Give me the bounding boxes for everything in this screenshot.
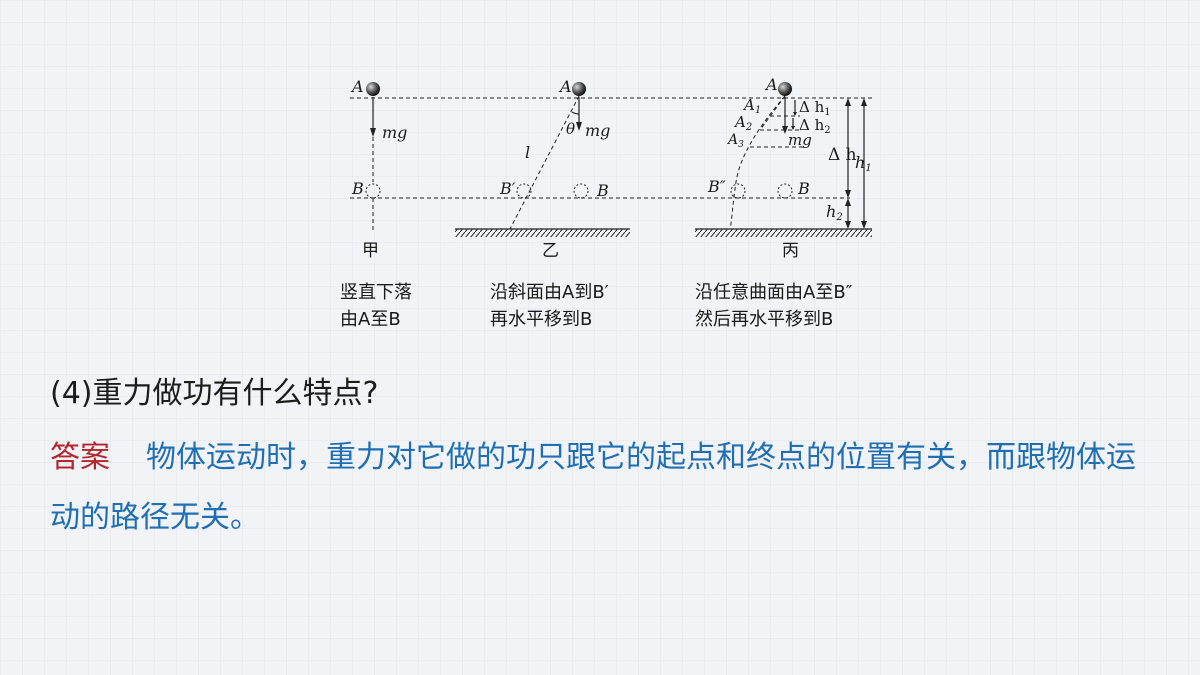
answer-text: 物体运动时，重力对它做的功只跟它的起点和终点的位置有关，而跟物体运动的路径无关。 <box>50 440 1136 535</box>
ball-b-ghost <box>365 183 381 199</box>
ground-bing-hatch <box>695 229 872 237</box>
label-a1: A1 <box>742 96 761 116</box>
caption-yi-line2: 再水平移到B <box>490 309 592 330</box>
mg-arrow-head <box>370 128 376 137</box>
label-dh2: Δ h2 <box>799 116 831 136</box>
ground-yi-hatch <box>455 229 630 237</box>
panel-yi: A θ mg l B′ B 乙 沿斜面由A到B′ 再水平移到B <box>455 77 630 330</box>
label-h1: h1 <box>855 153 872 174</box>
label-mg: mg <box>382 123 407 142</box>
label-a: A <box>558 77 572 96</box>
label-b-prime: B′ <box>499 179 516 198</box>
ball-b-ghost <box>573 183 589 199</box>
label-a3: A3 <box>726 132 744 150</box>
incline <box>509 95 580 230</box>
caption-bing-line1: 沿任意曲面由A至B″ <box>695 282 853 303</box>
answer-block: 答案物体运动时，重力对它做的功只跟它的起点和终点的位置有关，而跟物体运动的路径无… <box>50 428 1160 548</box>
ball-b-prime-ghost <box>516 183 532 199</box>
ball-a <box>366 82 380 96</box>
label-b-double-prime: B″ <box>707 177 726 196</box>
label-l: l <box>525 143 530 162</box>
caption-yi-line1: 沿斜面由A到B′ <box>490 282 609 303</box>
label-a: A <box>350 77 364 96</box>
mg-arrow-head <box>576 122 582 131</box>
panel-name-jia: 甲 <box>362 241 379 261</box>
panel-bing: A mg A1 A2 A3 Δ h1 Δ h2 B″ B Δ h h1 <box>695 75 872 330</box>
dh-arrow-bottom <box>845 190 851 198</box>
dh1-arrow-head <box>793 112 797 116</box>
caption-jia-line1: 竖直下落 <box>340 282 412 303</box>
label-a: A <box>764 75 778 94</box>
ball-b-ghost <box>777 183 793 199</box>
caption-jia-line2: 由A至B <box>340 309 401 330</box>
label-mg: mg <box>788 131 812 149</box>
step-diag <box>759 95 786 131</box>
theta-arc <box>571 111 580 115</box>
label-theta: θ <box>566 120 575 138</box>
label-a2: A2 <box>733 113 752 133</box>
ball-a <box>778 82 792 96</box>
panel-name-bing: 丙 <box>782 241 799 261</box>
ball-b-double-prime-ghost <box>730 183 746 199</box>
question-text: (4)重力做功有什么特点? <box>50 376 379 411</box>
h1-arrow-bottom <box>861 221 867 229</box>
answer-label: 答案 <box>50 440 110 475</box>
panel-name-yi: 乙 <box>542 241 559 261</box>
mg-arrow-head <box>782 126 788 134</box>
label-mg: mg <box>585 121 610 140</box>
h1-arrow-top <box>861 98 867 106</box>
caption-bing-line2: 然后再水平移到B <box>695 309 833 330</box>
label-b: B <box>596 181 609 200</box>
label-dh1: Δ h1 <box>799 98 831 118</box>
curved-path <box>729 95 786 230</box>
label-h2: h2 <box>826 202 843 223</box>
h2-arrow-top <box>845 198 851 206</box>
panel-jia: A mg B 甲 竖直下落 由A至B <box>340 77 412 330</box>
gravity-work-diagram: A mg B 甲 竖直下落 由A至B A θ mg l B′ B 乙 沿斜面由A… <box>340 75 872 330</box>
dh-arrow-top <box>845 98 851 106</box>
label-dh: Δ h <box>828 145 857 165</box>
label-b: B <box>351 179 364 198</box>
h2-arrow-bottom <box>845 221 851 229</box>
ball-a <box>572 82 586 96</box>
label-b: B <box>797 179 810 198</box>
dh2-arrow-head <box>791 126 795 130</box>
